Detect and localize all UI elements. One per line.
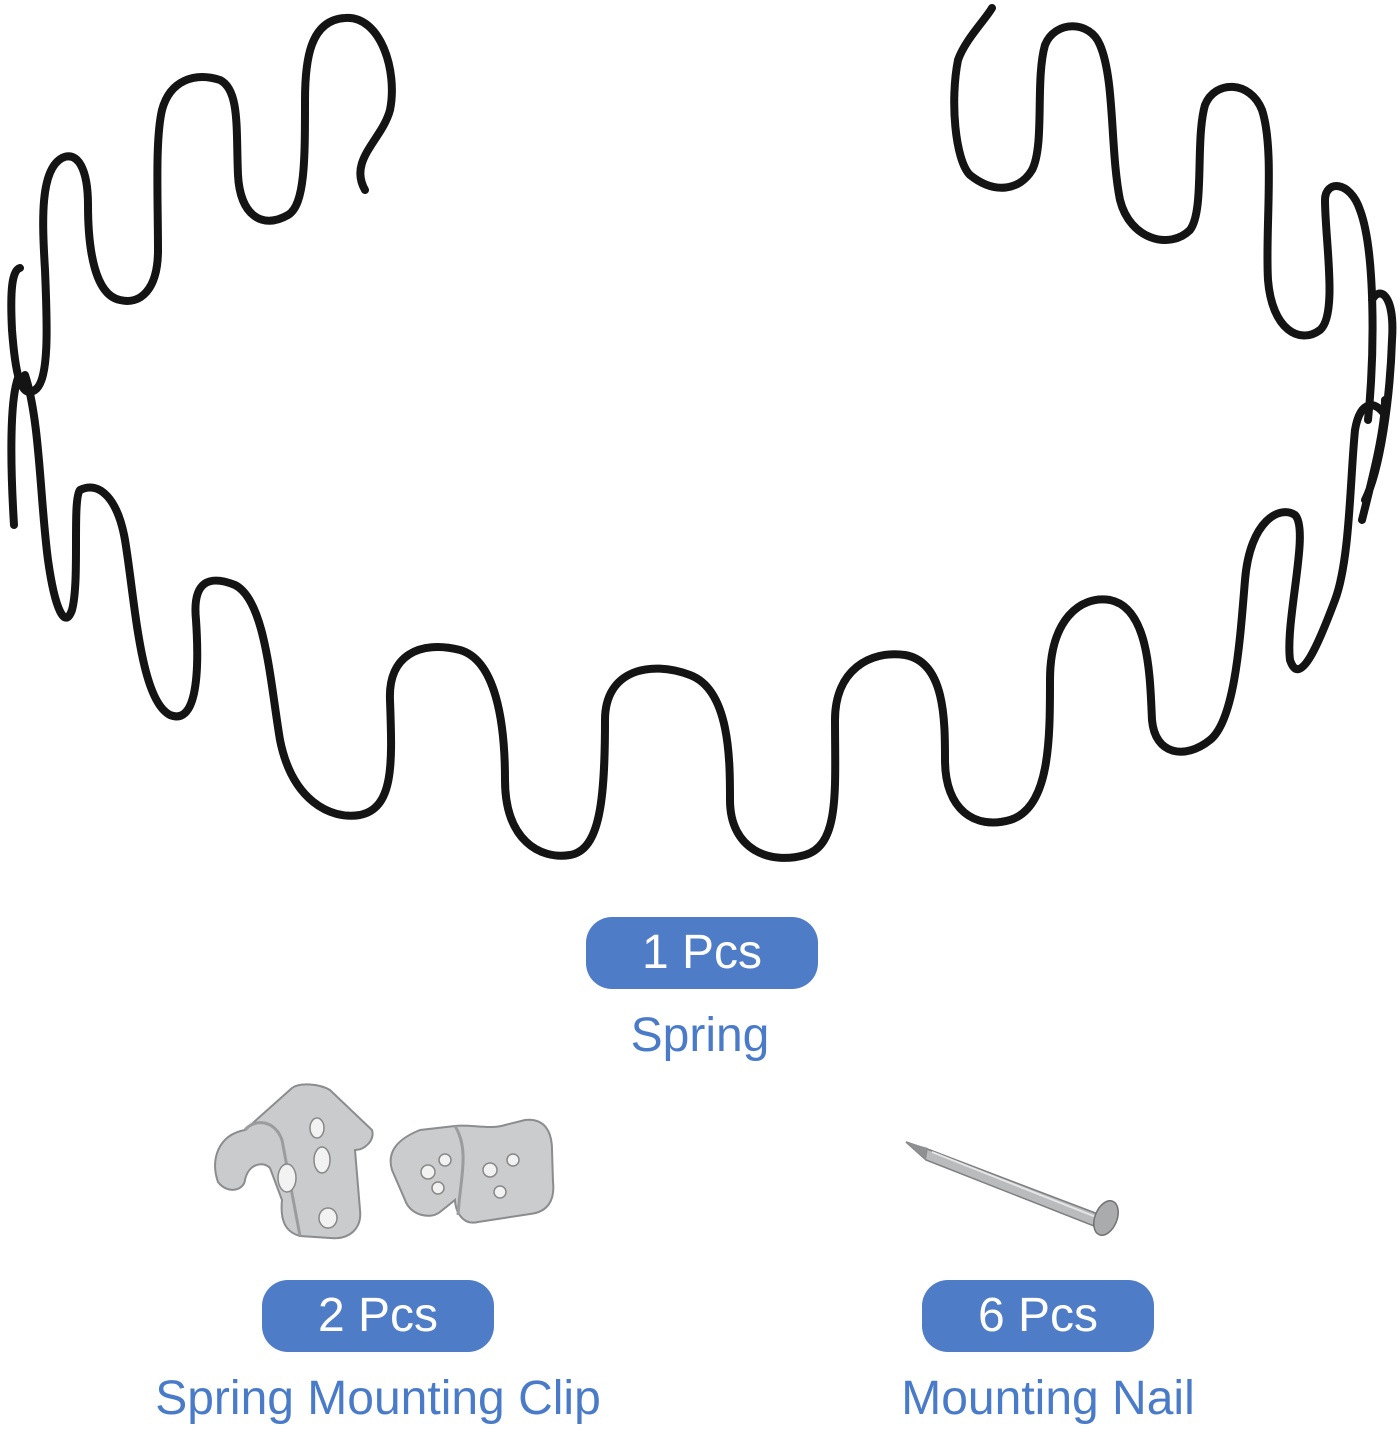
nail-quantity-badge: 6 Pcs (922, 1280, 1154, 1352)
clip-name-label: Spring Mounting Clip (155, 1372, 601, 1425)
nail-name-label: Mounting Nail (901, 1372, 1195, 1425)
spring-quantity-badge: 1 Pcs (586, 917, 818, 989)
zigzag-spring-icon (7, 4, 1397, 862)
spring-name-label: Spring (630, 1009, 770, 1062)
clip-quantity-badge: 2 Pcs (262, 1280, 494, 1352)
